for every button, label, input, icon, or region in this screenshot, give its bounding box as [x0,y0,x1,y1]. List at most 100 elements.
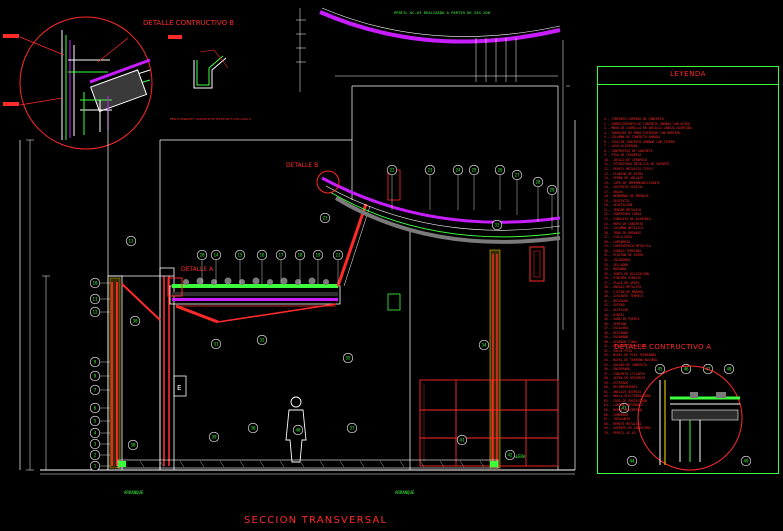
callout-number: 13 [128,239,134,244]
dimension-lines-left [26,85,570,471]
legend-item: 60.- RECUBRIMIENTO [604,385,638,390]
human-figure [285,396,307,463]
detail-a-circle-group [637,365,743,471]
callout-bubble: 48 [723,363,735,375]
callout-number: 42 [507,453,513,458]
legend-item: 30.- VIDRIO TEMPLADO [604,248,642,253]
legend-item: 38.- ANGULO METALICO [604,285,642,290]
callout-bubble: 15 [234,249,246,284]
legend-item: 35.- JUNTA DE DILATACION [604,271,649,276]
callout-number: 23 [322,216,328,221]
callout-bubble: 49 [740,455,752,467]
legend-item: 70.- PERFIL AC-63 [604,430,636,435]
callout-bubble: 14 [210,249,222,284]
legend-item: 46.- VENTANA [604,321,627,326]
callout-bubble: 23 [424,164,436,210]
legend-item: 24.- MURO DE CONCRETO [604,221,644,226]
legend-panel: LEYENDA 1.- CIMIENTO CORRIDO DE CONCRETO… [597,66,779,474]
legend-item: 64.- LAMINA ANTIRRAIZ [604,403,644,408]
callout-number: 20 [199,253,205,258]
callout-bubble: 28 [532,176,544,222]
callout-number: 35 [345,356,351,361]
callout-number: 25 [471,168,477,173]
callout-number: 10 [92,281,98,286]
callout-number: 3 [94,442,97,447]
detail-b-circle-group: DETALLE CONTRUCTIVO B [3,16,234,150]
legend-item: 26.- TUBO DE DRENAJE [604,230,642,235]
arranque-mid: ARRANQUE [395,490,415,495]
callout-bubble: 9 [89,356,110,368]
callout-number: 9 [94,360,97,365]
legend-item: 21.- TENSOR METALICO [604,207,642,212]
legend-item: 5.- COLUMNA DE CONCRETO ARMADO [604,135,660,140]
callout-number: 19 [315,253,321,258]
callout-number: 31 [213,342,219,347]
callout-bubble: 22 [386,164,398,210]
callout-bubble: 18 [294,249,306,284]
callout-bubble: 27 [511,169,523,215]
detalle-b-label: DETALLE B [286,162,318,169]
legend-item: 55.- SOLADO DE CONCRETO [604,362,647,367]
legend-item: 11.- ESTRUCTURA METALICA DE SOPORTE [604,162,670,167]
legend-item: 68.- REMATE METALICO [604,421,642,426]
callout-bubble: 37 [346,422,358,434]
legend-item: 6.- VIGA DE CONCRETO ARMADO CON FIERRO [604,139,675,144]
legend-item: 3.- MURO DE LADRILLO KK ARCILLA CABEZA A… [604,126,692,131]
legend-item: 13.- PLANCHA DE ACERO [604,171,644,176]
callout-bubble: 5 [89,415,110,427]
callout-bubble: 17 [275,249,287,284]
callout-bubble: 7 [89,384,110,396]
profile-sketch: PERFIL PARANTE Y SOPORTE DE TECHO DE 5 C… [170,49,251,121]
legend-item: 29.- CARPINTERIA METALICA [604,244,651,249]
windows [387,169,545,311]
callout-number: 49 [743,459,749,464]
legend-item: 51.- RELLENO COMPACTADO [604,344,647,349]
callout-bubble: 4 [89,427,110,439]
legend-item: 19.- GEOTEXTIL [604,198,631,203]
callout-number: 11 [92,297,98,302]
legend-item: 22.- COBERTURA CURVA [604,212,642,217]
legend-item: 50.- ACABADO FINAL [604,339,638,344]
callout-bubble: 44 [626,455,638,467]
legend-item: 10.- ZOCALO DE CERAMICO [604,157,647,162]
legend-item: 45.- VANO DE PUERTA [604,317,640,322]
callout-bubble: 42 [504,449,516,461]
arranque-left: ARRANQUE [124,490,144,495]
curved-roof-main: DETALLE B [286,162,561,244]
callout-number: 16 [259,253,265,258]
callout-number: 39 [211,435,217,440]
legend-item: 56.- ENCOFRADO [604,367,631,372]
detail-b-title: DETALLE CONTRUCTIVO B [143,19,234,27]
legend-item: 27.- CIELO RASO [604,235,632,240]
legend-separator [598,84,778,85]
legend-item: 58.- ACERO DE REFUERZO [604,376,645,381]
legend-item: 42.- GOTERO [604,303,625,308]
callout-bubble: 20 [196,249,208,284]
callout-number: 48 [726,367,732,372]
callout-bubble: 35 [342,352,354,364]
legend-item: 28.- LUMINARIA [604,239,631,244]
callout-bubble: 45 [654,363,666,375]
legend-item: 52.- FALSO PISO [604,348,632,353]
callout-bubble: 8 [89,370,110,382]
detalle-b-marker [316,170,340,194]
floor-slab: ARRANQUE ARRANQUE ESCALERA [117,454,526,495]
callout-bubble: 3 [89,438,110,450]
legend-item: 66.- CUMBRERA [604,412,629,417]
callout-bubble: 32 [256,334,268,346]
callout-bubble: 1 [89,460,110,472]
callout-number: 30 [132,319,138,324]
callout-bubble: 23 [319,212,331,224]
legend-item: 25.- COLUMNA METALICA [604,226,644,231]
callout-number: 18 [297,253,303,258]
detail-b-circle [19,16,153,150]
callout-bubble: 26 [494,164,506,210]
callout-number: 38 [130,443,136,448]
legend-item: 20.- VEGETACION [604,203,632,208]
callout-bubble: 30 [129,315,141,327]
detail-b-leaders [19,36,129,106]
callout-bubble: 34 [478,339,490,351]
legend-item: 40.- AISLANTE TERMICO [604,294,644,299]
legend-item: 39.- LISTON DE MADERA [604,289,644,294]
legend-title: LEYENDA [670,70,706,78]
